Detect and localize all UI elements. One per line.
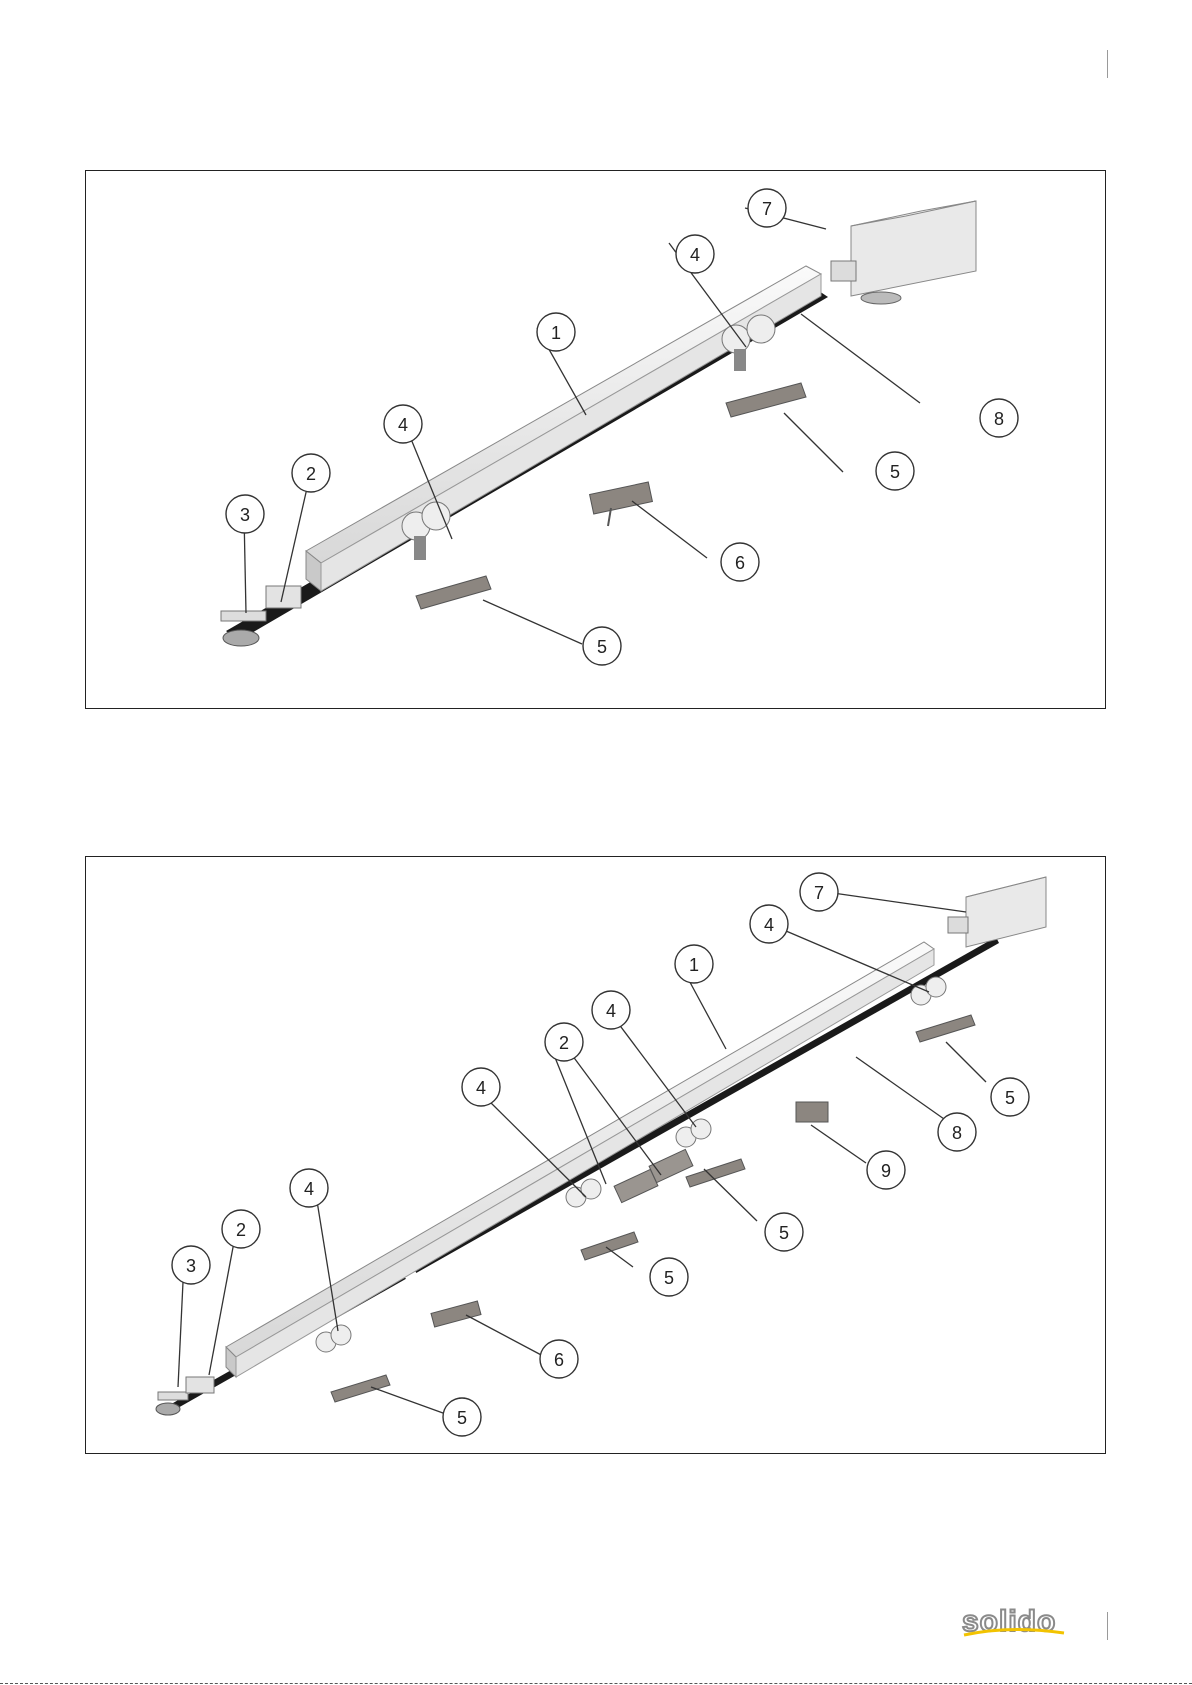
callout-label: 6	[554, 1350, 564, 1370]
callout-4: 4	[750, 905, 788, 943]
callout-label: 4	[398, 415, 408, 435]
callout-7: 7	[748, 189, 786, 227]
callout-label: 2	[559, 1033, 569, 1053]
drive-unit-top	[831, 201, 976, 304]
callout-5: 5	[765, 1213, 803, 1251]
belt-clamps-bottom	[614, 1149, 693, 1202]
callout-label: 7	[814, 883, 824, 903]
callout-label: 5	[890, 462, 900, 482]
callout-label: 4	[476, 1078, 486, 1098]
callout-5: 5	[991, 1078, 1029, 1116]
callout-2: 2	[292, 454, 330, 492]
callout-9: 9	[867, 1151, 905, 1189]
callout-5: 5	[876, 452, 914, 490]
end-pulley-bottom	[156, 1377, 214, 1415]
callout-4: 4	[462, 1068, 500, 1106]
callout-1: 1	[537, 313, 575, 351]
page-edge-mark-top	[1107, 50, 1108, 78]
diagram-top-illustration: 7 4 1 8 4 2 3 5 6 5	[86, 171, 1105, 708]
callout-4: 4	[592, 991, 630, 1029]
page-edge-mark-bottom	[1107, 1612, 1108, 1640]
callout-2: 2	[222, 1210, 260, 1248]
callout-label: 4	[606, 1001, 616, 1021]
callout-label: 5	[1005, 1088, 1015, 1108]
callout-label: 8	[994, 409, 1004, 429]
belt-clamp-6-bottom	[431, 1301, 481, 1327]
callout-3: 3	[172, 1246, 210, 1284]
diagram-frame-bottom: 7 4 1 4 2 4 5 8 9 5 4 2 5 3 6 5	[85, 856, 1106, 1454]
callout-label: 6	[735, 553, 745, 573]
callout-label: 5	[664, 1268, 674, 1288]
door-bracket-right	[726, 383, 806, 417]
end-pulley-top	[221, 586, 301, 646]
belt-clamp-9-bottom	[796, 1102, 828, 1122]
callout-label: 5	[597, 637, 607, 657]
callout-5: 5	[650, 1258, 688, 1296]
callout-label: 9	[881, 1161, 891, 1181]
callout-8: 8	[980, 399, 1018, 437]
callout-8: 8	[938, 1113, 976, 1151]
callout-1: 1	[675, 945, 713, 983]
callout-6: 6	[540, 1340, 578, 1378]
callout-5: 5	[443, 1398, 481, 1436]
callout-4: 4	[676, 235, 714, 273]
callout-label: 4	[764, 915, 774, 935]
solido-logo-mark: solido	[960, 1601, 1070, 1641]
callout-label: 2	[236, 1220, 246, 1240]
callout-5: 5	[583, 627, 621, 665]
callout-label: 2	[306, 464, 316, 484]
callout-4: 4	[290, 1169, 328, 1207]
callout-label: 3	[186, 1256, 196, 1276]
belt-clamp-top	[590, 482, 653, 526]
rail-bottom	[226, 942, 934, 1377]
callout-7: 7	[800, 873, 838, 911]
callout-label: 3	[240, 505, 250, 525]
callout-label: 7	[762, 199, 772, 219]
callout-label: 8	[952, 1123, 962, 1143]
callout-3: 3	[226, 495, 264, 533]
callout-4: 4	[384, 405, 422, 443]
callout-2: 2	[545, 1023, 583, 1061]
diagram-frame-top: 7 4 1 8 4 2 3 5 6 5	[85, 170, 1106, 709]
callout-label: 4	[690, 245, 700, 265]
door-bracket-left	[416, 576, 491, 609]
roller-carriages-bottom	[316, 977, 946, 1352]
callout-label: 4	[304, 1179, 314, 1199]
solido-logo: solido	[960, 1601, 1070, 1641]
callout-label: 5	[779, 1223, 789, 1243]
diagram-bottom-illustration: 7 4 1 4 2 4 5 8 9 5 4 2 5 3 6 5	[86, 857, 1105, 1453]
callout-label: 5	[457, 1408, 467, 1428]
callout-6: 6	[721, 543, 759, 581]
callout-label: 1	[551, 323, 561, 343]
callout-label: 1	[689, 955, 699, 975]
